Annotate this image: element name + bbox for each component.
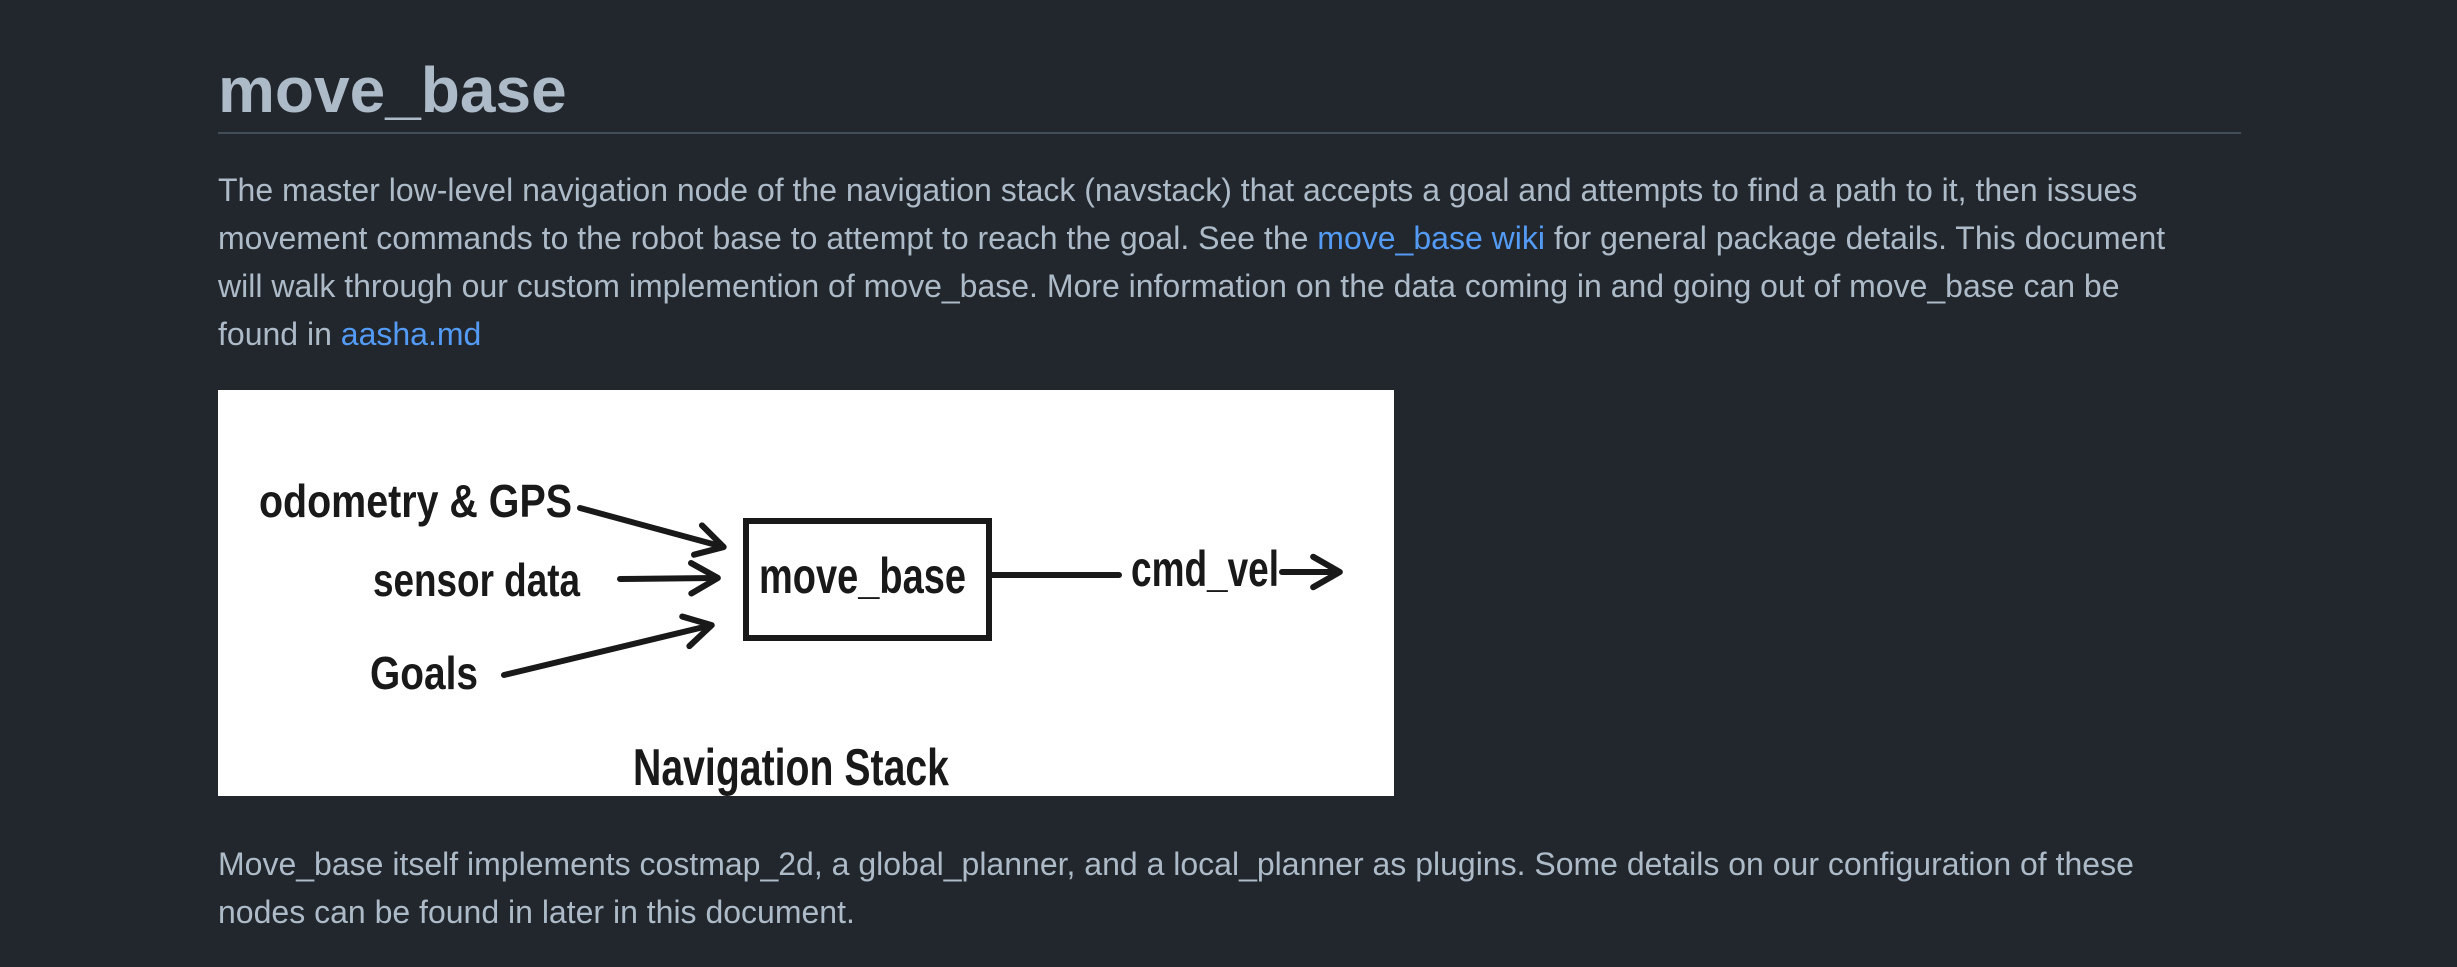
- diagram-arrow-goals: [501, 613, 715, 678]
- diagram-move-base-box: [743, 518, 992, 641]
- diagram-label-cmd-vel: cmd_vel: [1131, 541, 1279, 597]
- outro-line-1: Move_base itself implements costmap_2d, …: [218, 846, 2134, 882]
- document-body: move_base The master low-level navigatio…: [218, 0, 2241, 936]
- intro-line-3: will walk through our custom implementio…: [218, 268, 2120, 304]
- move-base-wiki-link[interactable]: move_base wiki: [1317, 220, 1545, 256]
- diagram-label-goals: Goals: [370, 647, 478, 699]
- intro-line-2-pre: movement commands to the robot base to a…: [218, 220, 1318, 256]
- intro-paragraph: The master low-level navigation node of …: [218, 166, 2241, 358]
- intro-line-1: The master low-level navigation node of …: [218, 172, 2138, 208]
- navstack-diagram-svg: odometry & GPS sensor data Goals move_ba…: [218, 390, 1394, 796]
- diagram-arrow-sensor-data: [617, 560, 721, 597]
- intro-line-2: movement commands to the robot base to a…: [218, 214, 2241, 262]
- diagram-caption: Navigation Stack: [633, 739, 949, 796]
- diagram-label-odometry-gps: odometry & GPS: [259, 475, 572, 527]
- diagram-label-sensor-data: sensor data: [373, 554, 580, 606]
- aasha-md-link[interactable]: aasha.md: [340, 316, 482, 352]
- outro-paragraph: Move_base itself implements costmap_2d, …: [218, 840, 2241, 936]
- intro-line-2-post: for general package details. This docume…: [1544, 220, 2166, 256]
- page-title: move_base: [218, 50, 2241, 134]
- intro-line-4-pre: found in: [218, 316, 341, 352]
- diagram-arrow-odometry: [577, 505, 727, 558]
- navstack-diagram-image[interactable]: odometry & GPS sensor data Goals move_ba…: [218, 390, 1394, 796]
- intro-line-4: found in aasha.md: [218, 310, 2241, 358]
- outro-line-2: nodes can be found in later in this docu…: [218, 894, 855, 930]
- diagram-node-label: move_base: [759, 548, 966, 604]
